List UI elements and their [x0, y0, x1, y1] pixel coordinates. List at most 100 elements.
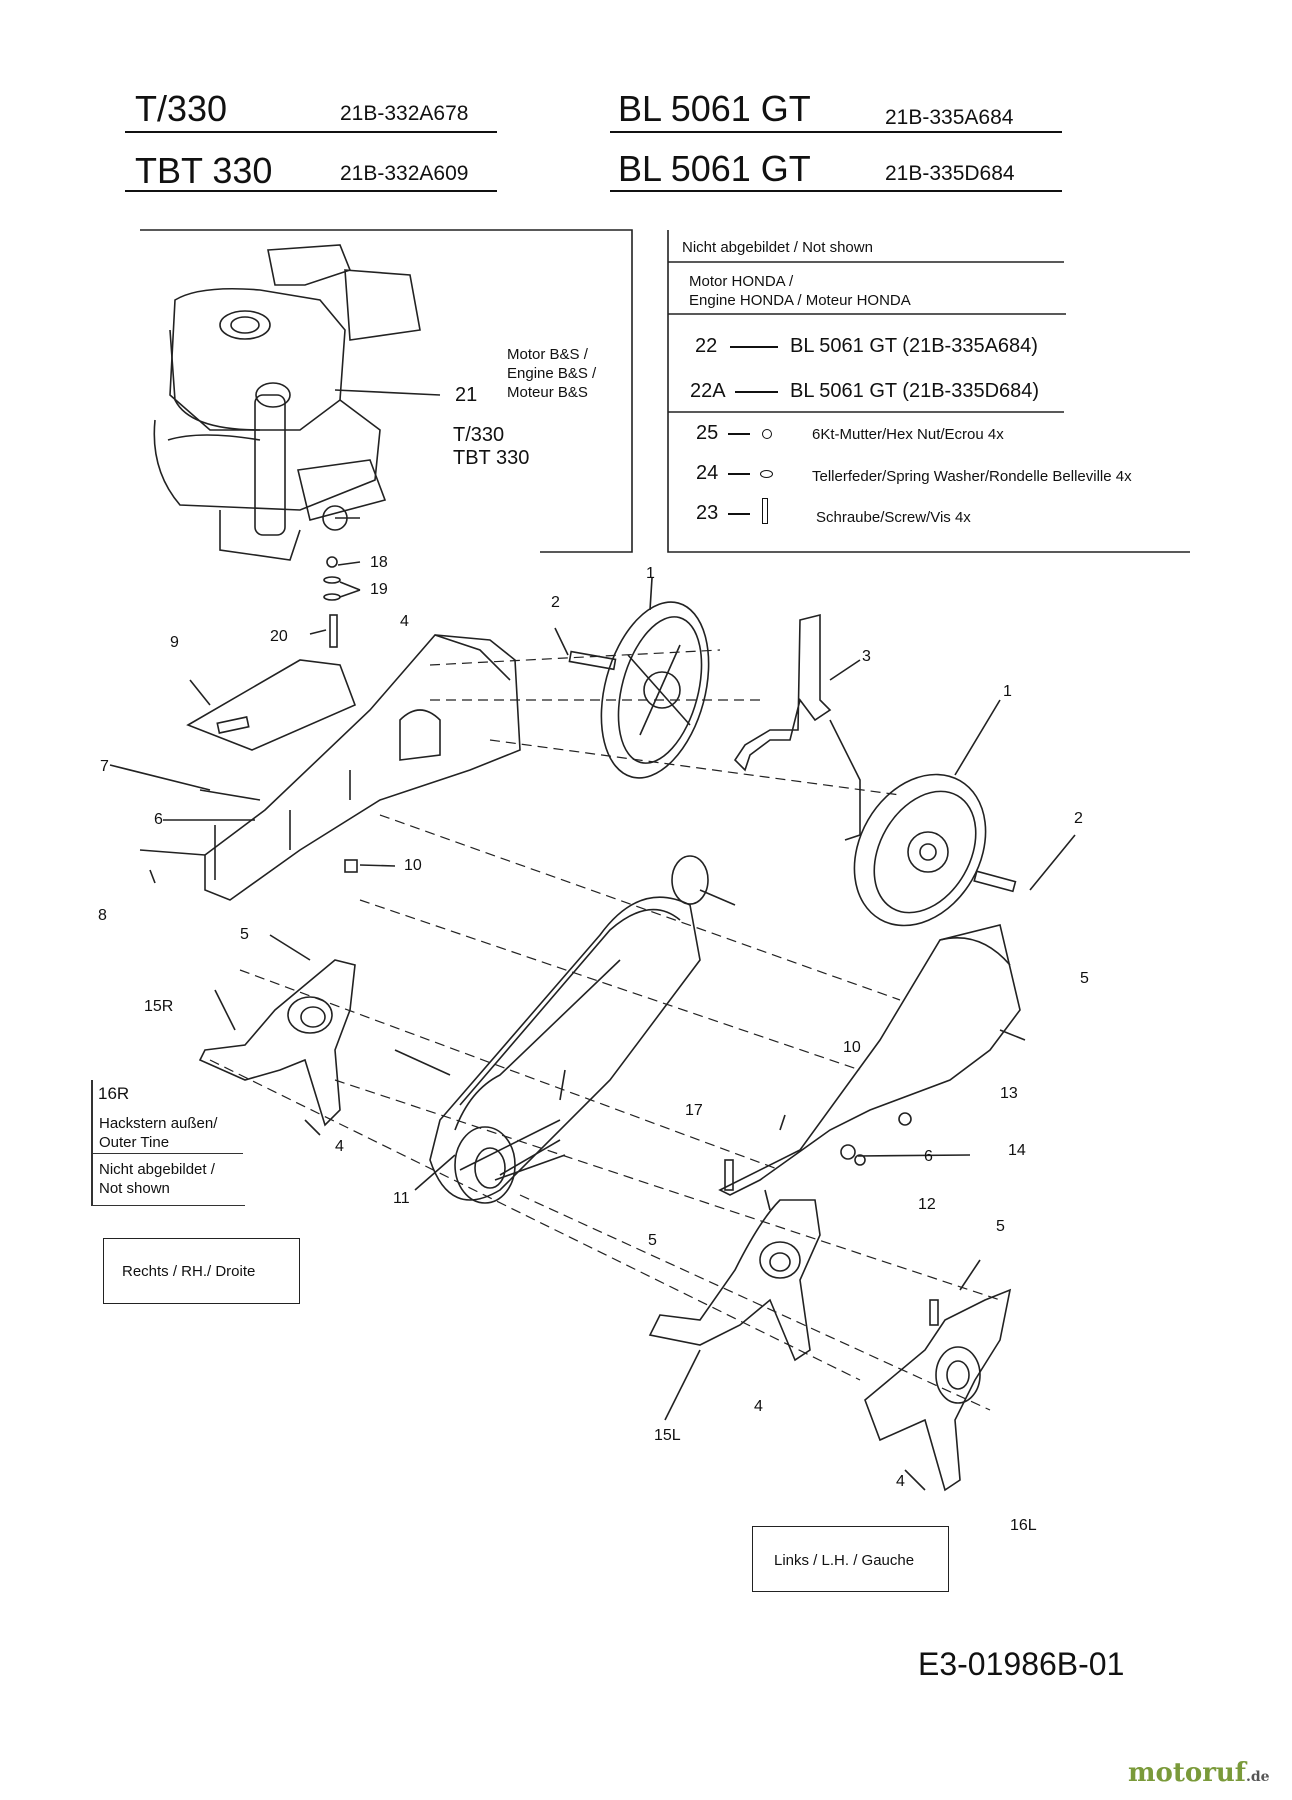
outer-tine-note: Not shown — [99, 1180, 170, 1197]
model-code: 21B-335D684 — [885, 162, 1015, 185]
left-side-label-box — [752, 1526, 949, 1592]
screw-icon — [728, 513, 750, 515]
transmission-housing — [429, 896, 701, 1201]
callout-number: 1 — [1003, 683, 1012, 700]
engine-part-number: 21 — [455, 384, 478, 406]
model-name: BL 5061 GT — [618, 148, 811, 189]
watermark-brand: motoruf — [1128, 1758, 1246, 1788]
hardware-item-text: 6Kt-Mutter/Hex Nut/Ecrou 4x — [812, 426, 1004, 443]
outer-tine-label: Hackstern außen/ — [99, 1115, 218, 1132]
outer-tine-label: Outer Tine — [99, 1134, 170, 1151]
honda-label-line: Motor HONDA / — [689, 273, 794, 290]
callout-number: 3 — [862, 648, 871, 665]
honda-label-line: Engine HONDA / Moteur HONDA — [689, 292, 911, 309]
engine-label-line: Moteur B&S — [507, 384, 588, 401]
left-frame — [204, 634, 521, 901]
engine-item-number: 22A — [690, 380, 726, 402]
callout-number: 16L — [1010, 1517, 1037, 1534]
model-name: T/330 — [135, 88, 228, 129]
callout-number: 6 — [154, 811, 163, 828]
not-shown-title: Nicht abgebildet / Not shown — [682, 239, 873, 256]
callout-number: 4 — [400, 613, 409, 630]
callout-number: 10 — [843, 1039, 861, 1056]
callout-number: 6 — [924, 1148, 933, 1165]
underline — [125, 190, 497, 192]
watermark-logo: motoruf.de — [1128, 1758, 1270, 1788]
hardware-item-text: Tellerfeder/Spring Washer/Rondelle Belle… — [812, 468, 1132, 485]
hardware-item-number: 25 — [696, 422, 719, 444]
callout-number: 8 — [98, 907, 107, 924]
callout-number: 4 — [335, 1138, 344, 1155]
support-bracket — [733, 613, 832, 772]
outer-tine-frame — [91, 1080, 93, 1206]
callout-number: 12 — [918, 1196, 936, 1213]
leader-line — [735, 391, 778, 393]
engine-box-frame — [140, 229, 633, 553]
callout-number: 5 — [996, 1218, 1005, 1235]
callout-number: 13 — [1000, 1085, 1018, 1102]
outer-tine-bottom — [91, 1205, 245, 1206]
drawing-number: E3-01986B-01 — [918, 1646, 1125, 1682]
callout-number: 1 — [646, 565, 655, 582]
leader-line — [730, 346, 778, 348]
hex-nut-icon — [762, 429, 772, 439]
screw-icon — [762, 498, 768, 524]
engine-item-number: 22 — [695, 335, 718, 357]
hex-nut-icon — [728, 433, 750, 435]
callout-number: 5 — [648, 1232, 657, 1249]
spring-washer-icon — [760, 470, 773, 478]
left-side-label: Links / L.H. / Gauche — [774, 1552, 915, 1569]
right-side-label: Rechts / RH./ Droite — [122, 1263, 256, 1280]
hardware-item-number: 23 — [696, 502, 719, 524]
model-name: BL 5061 GT — [618, 88, 811, 129]
right-side-label-box — [103, 1238, 300, 1304]
hardware-item-text: Schraube/Screw/Vis 4x — [816, 509, 971, 526]
callout-number: 15R — [144, 998, 174, 1015]
not-shown-box-frame — [667, 230, 1190, 553]
outer-tine-divider — [91, 1153, 243, 1154]
callout-number: 5 — [1080, 970, 1089, 987]
callout-number: 20 — [270, 628, 288, 645]
hardware-item-number: 24 — [696, 462, 719, 484]
callout-number: 2 — [551, 594, 560, 611]
callout-number: 10 — [404, 857, 422, 874]
underline — [610, 131, 1062, 133]
tine-15R — [198, 959, 356, 1127]
model-code: 21B-335A684 — [885, 106, 1014, 129]
wheel-right — [853, 773, 987, 927]
callout-number: 19 — [370, 581, 388, 598]
callout-number: 4 — [896, 1473, 905, 1490]
callout-number: 18 — [370, 554, 388, 571]
engine-model: TBT 330 — [453, 447, 530, 469]
model-code: 21B-332A609 — [340, 162, 469, 185]
callout-number: 4 — [754, 1398, 763, 1415]
callout-number: 7 — [100, 758, 109, 775]
callout-number: 15L — [654, 1427, 681, 1444]
outer-tine-number: 16R — [98, 1084, 130, 1103]
callout-number: 5 — [240, 926, 249, 943]
model-code: 21B-332A678 — [340, 102, 469, 125]
callout-number: 17 — [685, 1102, 703, 1119]
engine-item-text: BL 5061 GT (21B-335D684) — [790, 380, 1040, 402]
engine-label-line: Motor B&S / — [507, 346, 588, 363]
engine-model: T/330 — [453, 424, 505, 446]
engine-item-text: BL 5061 GT (21B-335A684) — [790, 335, 1038, 357]
tine-15L — [648, 1199, 821, 1362]
underline — [610, 190, 1062, 192]
right-frame — [718, 924, 1021, 1196]
cover-plate — [186, 659, 357, 751]
tine-16L — [864, 1288, 1012, 1492]
callout-number: 9 — [170, 634, 179, 651]
wheel-top — [600, 601, 710, 779]
engine-label-line: Engine B&S / — [507, 365, 597, 382]
engine — [153, 244, 441, 561]
outer-tine-note: Nicht abgebildet / — [99, 1161, 215, 1178]
callout-number: 14 — [1008, 1142, 1026, 1159]
callout-number: 2 — [1074, 810, 1083, 827]
model-name: TBT 330 — [135, 150, 273, 191]
spring-washer-icon — [728, 473, 750, 475]
underline — [125, 131, 497, 133]
watermark-suffix: .de — [1246, 1769, 1270, 1785]
callout-number: 11 — [393, 1190, 410, 1207]
